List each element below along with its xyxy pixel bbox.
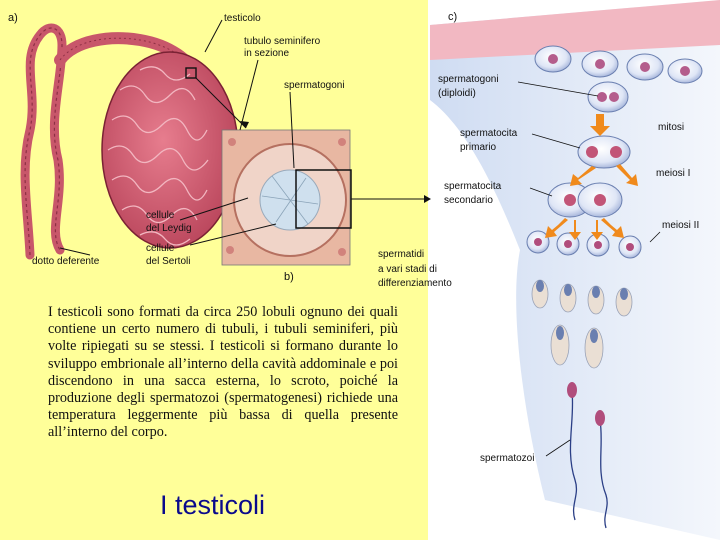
label-tubulo-1: tubulo seminifero	[244, 36, 321, 47]
spermatogonium-cells	[534, 45, 703, 113]
label-leydig-2: del Leydig	[146, 223, 192, 234]
label-tubulo-2: in sezione	[244, 48, 289, 59]
label-spermatidi-1: spermatidi	[378, 249, 424, 260]
section-marker	[185, 67, 197, 79]
spermatozoa-heads	[567, 382, 605, 426]
spermatozoa	[569, 391, 608, 529]
label-spermatocita-sec-1: spermatocita	[444, 181, 502, 192]
labels: a) b) c) testicolo tubulo seminifero in …	[8, 11, 699, 464]
label-spermatocita-1: spermatocita	[460, 128, 518, 139]
label-spermatogoni-b: spermatogoni	[284, 80, 345, 91]
label-spermatogoni-c-2: (diploidi)	[438, 88, 476, 99]
panel-b-label: b)	[284, 271, 294, 283]
leader-lines	[59, 19, 424, 256]
label-spermatocita-2: primario	[460, 142, 497, 153]
panel-a-label: a)	[8, 12, 18, 24]
label-sertoli-1: cellule	[146, 243, 175, 254]
label-leydig-1: cellule	[146, 210, 175, 221]
label-testicolo: testicolo	[224, 13, 261, 24]
label-spermatidi-2: a vari stadi di	[378, 264, 437, 275]
label-spermatocita-sec-2: secondario	[444, 195, 493, 206]
description-paragraph: I testicoli sono formati da circa 250 lo…	[48, 304, 398, 441]
tubule-section	[221, 129, 352, 266]
seminiferous-tubules	[107, 66, 209, 246]
label-spermatogoni-c-1: spermatogoni	[438, 74, 499, 85]
label-mitosi: mitosi	[658, 122, 684, 133]
label-meiosi-1: meiosi I	[656, 168, 690, 179]
spermatid-cells	[526, 230, 642, 369]
testis-illustration	[20, 23, 239, 260]
label-spermatozoi: spermatozoi	[480, 453, 534, 464]
spermatogenesis-panel	[430, 0, 720, 540]
stage-arrows	[545, 114, 638, 240]
panel-c-label: c)	[448, 11, 457, 23]
panel-c-leaders	[517, 81, 661, 457]
label-spermatidi-3: differenziamento	[378, 278, 452, 289]
spermatocyte-cells	[547, 135, 631, 218]
slide-title: I testicoli	[160, 490, 266, 520]
label-sertoli-2: del Sertoli	[146, 256, 190, 267]
label-meiosi-2: meiosi II	[662, 220, 699, 231]
label-dotto: dotto deferente	[32, 256, 100, 267]
